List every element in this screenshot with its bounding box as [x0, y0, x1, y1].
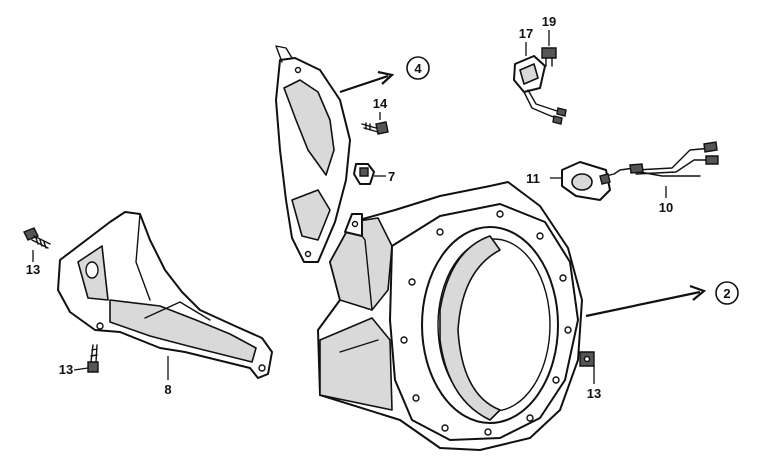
callout-2: 2 [723, 286, 730, 301]
callout-8: 8 [164, 382, 171, 397]
bolt-14 [361, 121, 389, 135]
leader-lines [32, 30, 667, 384]
switch-11 [561, 161, 635, 201]
callout-19: 19 [542, 14, 556, 29]
air-guide-plate [275, 45, 351, 263]
bolt-13-right [579, 351, 595, 367]
fan-shroud [317, 181, 583, 451]
wire-harness-10 [629, 141, 719, 177]
callout-11: 11 [526, 171, 540, 186]
callout-4: 4 [414, 61, 422, 76]
callout-17: 17 [519, 26, 533, 41]
reference-circle-4: 4 [406, 56, 430, 80]
arrow-to-2 [585, 284, 707, 318]
callout-7: 7 [388, 169, 395, 184]
bolt-13-left [23, 227, 51, 249]
bolt-13-lower [87, 344, 99, 373]
reference-circle-2: 2 [715, 281, 739, 305]
callout-13-lower: 13 [59, 362, 73, 377]
screw-19 [541, 47, 557, 67]
lower-guard [57, 211, 273, 379]
callout-14: 14 [373, 96, 388, 111]
arrow-to-4 [339, 70, 395, 94]
callout-10: 10 [659, 200, 673, 215]
clip-7 [353, 163, 375, 185]
ignition-unit-17 [513, 55, 567, 125]
callout-13-left: 13 [26, 262, 40, 277]
callout-13-right: 13 [587, 386, 601, 401]
